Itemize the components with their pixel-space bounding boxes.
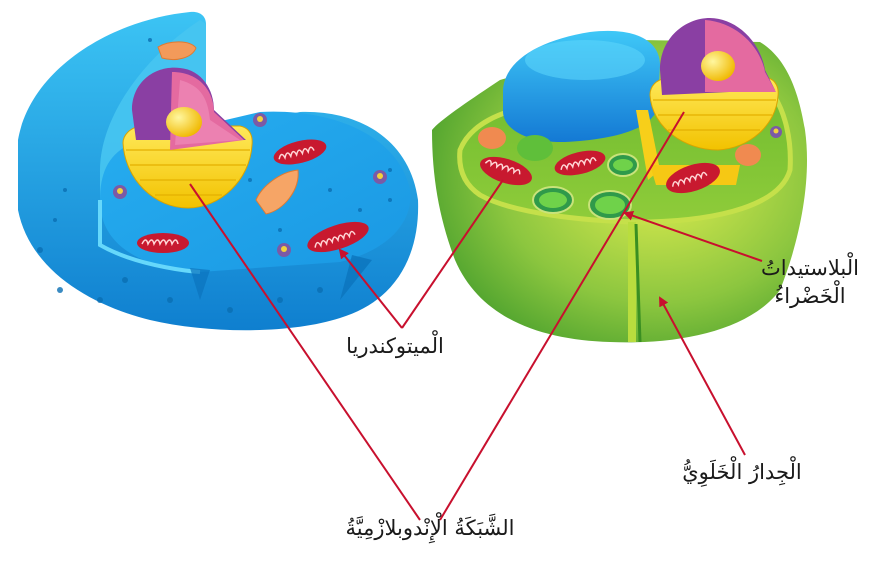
pointer-lines (189, 111, 763, 521)
label-er-text: الشَّبَكَةُ الْإِنْدوبلازْمِيَّةُ (345, 516, 515, 540)
chloroplast (607, 153, 639, 177)
label-chloroplasts: الْبلاستيداتُ الْخَضْراءُ (752, 254, 868, 311)
label-endoplasmic-reticulum: الشَّبَكَةُ الْإِنْدوبلازْمِيَّةُ (330, 514, 530, 542)
chloroplast (588, 190, 632, 220)
label-mitochondria: الْميتوكندريا (330, 332, 460, 360)
mitochondrion (273, 139, 327, 165)
chloroplast (532, 186, 574, 214)
label-mitochondria-text: الْميتوكندريا (346, 334, 444, 358)
mitochondrion (666, 162, 720, 194)
mitochondrion (137, 233, 189, 253)
label-cell-wall: الْجِدارُ الْخَلَوِيُّ (672, 458, 812, 486)
mitochondrion (307, 221, 369, 253)
label-chloroplasts-line1: الْبلاستيداتُ (761, 256, 859, 280)
label-chloroplasts-line2: الْخَضْراءُ (774, 284, 846, 309)
label-cell-wall-text: الْجِدارُ الْخَلَوِيُّ (682, 460, 802, 484)
mitochondrion (480, 156, 532, 186)
animal-cell (18, 11, 419, 331)
mitochondrion (554, 150, 606, 176)
plant-cell (432, 18, 808, 343)
